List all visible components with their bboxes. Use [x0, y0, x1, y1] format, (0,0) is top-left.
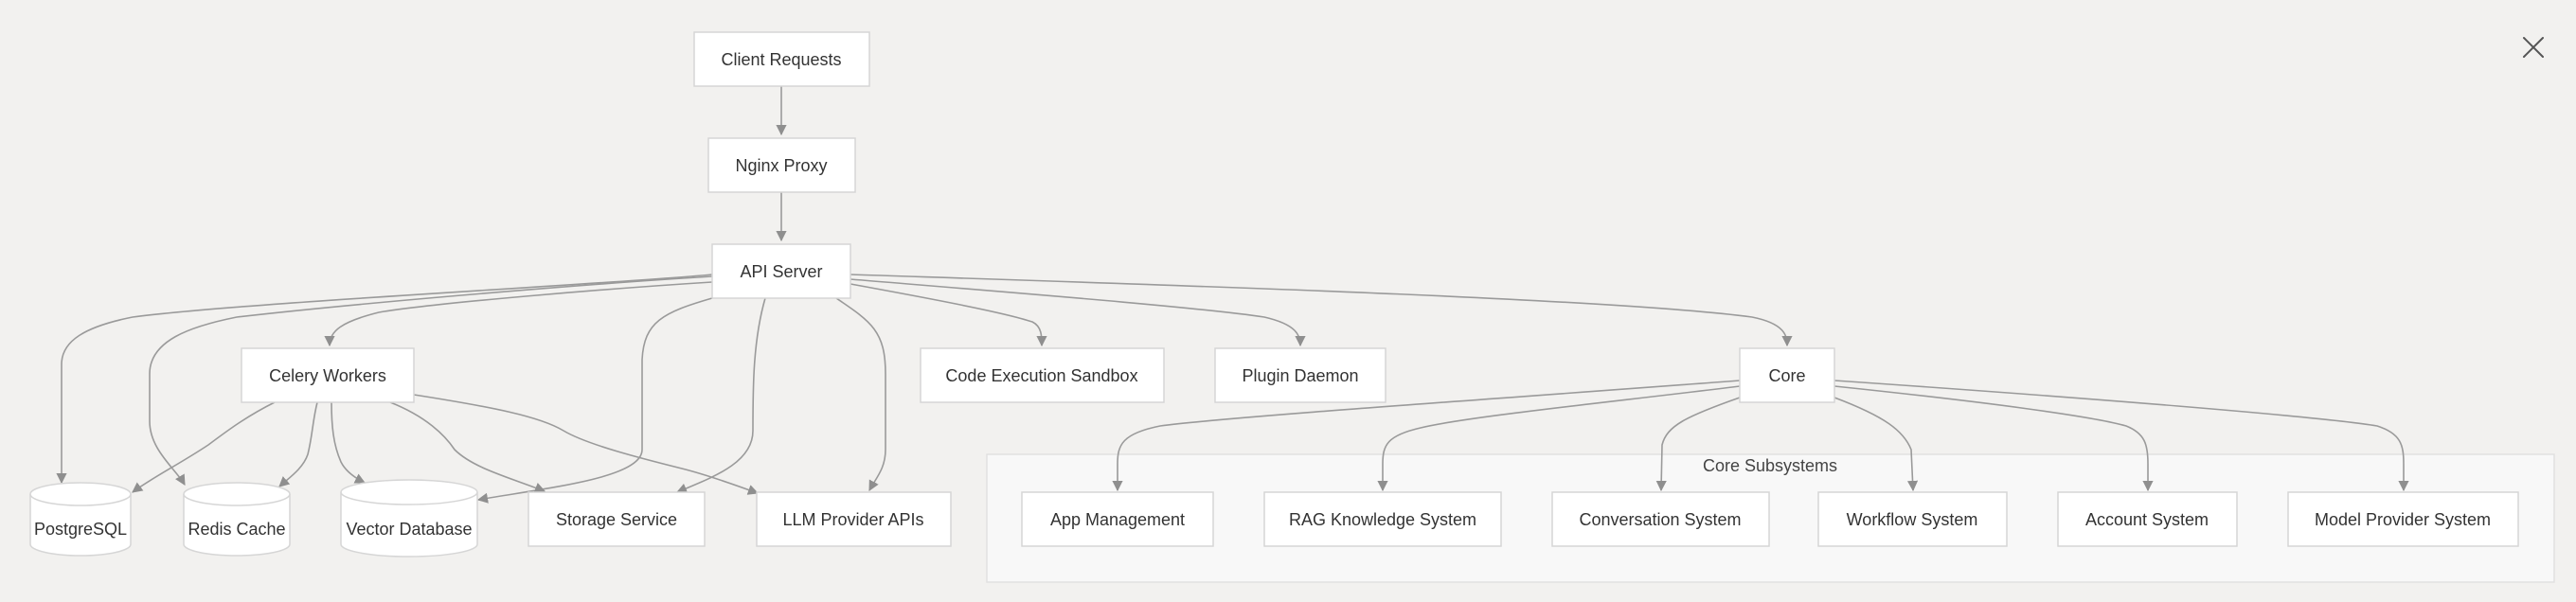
edge-core-model-provider [1834, 380, 2409, 492]
node-api-server[interactable]: API Server [711, 243, 851, 299]
node-label: Account System [2085, 510, 2209, 529]
node-label: Plugin Daemon [1242, 366, 1358, 385]
node-plugin-daemon[interactable]: Plugin Daemon [1214, 347, 1386, 403]
node-label: Conversation System [1579, 510, 1741, 529]
node-workflow-system[interactable]: Workflow System [1817, 491, 2008, 547]
node-llm-provider-apis[interactable]: LLM Provider APIs [756, 491, 952, 547]
node-redis-cache[interactable]: Redis Cache [183, 482, 291, 557]
edge-celery-storage [389, 401, 546, 493]
node-label: LLM Provider APIs [782, 510, 923, 529]
edge-core-workflow [1834, 397, 1919, 492]
edge-core-account [1834, 385, 2154, 492]
node-client-requests[interactable]: Client Requests [693, 31, 870, 87]
node-label: Code Execution Sandbox [945, 366, 1137, 385]
node-label: Nginx Proxy [735, 156, 827, 175]
edge-api-core [850, 274, 1793, 347]
edge-core-app-mgmt [1112, 380, 1741, 492]
edge-api-vector [476, 297, 713, 504]
edge-api-storage [675, 297, 766, 494]
node-label: Client Requests [721, 50, 841, 69]
edge-core-conversation [1655, 397, 1741, 492]
node-account-system[interactable]: Account System [2057, 491, 2238, 547]
edge-api-llm [835, 297, 886, 491]
edges [56, 86, 2409, 504]
node-postgresql[interactable]: PostgreSQL [29, 482, 132, 557]
node-conversation-system[interactable]: Conversation System [1551, 491, 1770, 547]
cluster-label: Core Subsystems [1703, 456, 1837, 475]
node-label: Vector Database [346, 520, 472, 539]
node-celery-workers[interactable]: Celery Workers [241, 347, 415, 403]
node-label: API Server [740, 262, 822, 281]
close-button[interactable] [2514, 28, 2552, 66]
edge-api-redis [149, 275, 713, 486]
node-app-management[interactable]: App Management [1021, 491, 1214, 547]
node-label: Redis Cache [188, 520, 285, 539]
edge-api-sandbox [850, 283, 1047, 347]
node-label: Storage Service [556, 510, 677, 529]
node-code-execution-sandbox[interactable]: Code Execution Sandbox [920, 347, 1165, 403]
node-label: App Management [1050, 510, 1185, 529]
edge-celery-vector [331, 401, 367, 484]
edge-api-postgres [56, 274, 713, 485]
node-vector-database[interactable]: Vector Database [340, 479, 478, 558]
edge-celery-postgres [132, 401, 276, 493]
node-label: Workflow System [1847, 510, 1978, 529]
node-label: PostgreSQL [34, 520, 127, 539]
node-label: RAG Knowledge System [1289, 510, 1476, 529]
edge-core-rag [1377, 385, 1741, 492]
node-label: Core [1768, 366, 1805, 385]
node-label: Model Provider System [2315, 510, 2491, 529]
edge-celery-redis [278, 401, 318, 487]
node-nginx-proxy[interactable]: Nginx Proxy [707, 137, 856, 193]
node-label: Celery Workers [269, 366, 386, 385]
node-storage-service[interactable]: Storage Service [528, 491, 706, 547]
node-model-provider-system[interactable]: Model Provider System [2287, 491, 2519, 547]
close-icon [2523, 37, 2544, 58]
edge-celery-llm [413, 394, 760, 495]
node-core[interactable]: Core [1739, 347, 1835, 403]
node-rag-knowledge-system[interactable]: RAG Knowledge System [1263, 491, 1502, 547]
edge-api-celery [324, 281, 713, 347]
edge-api-plugin [850, 278, 1306, 347]
